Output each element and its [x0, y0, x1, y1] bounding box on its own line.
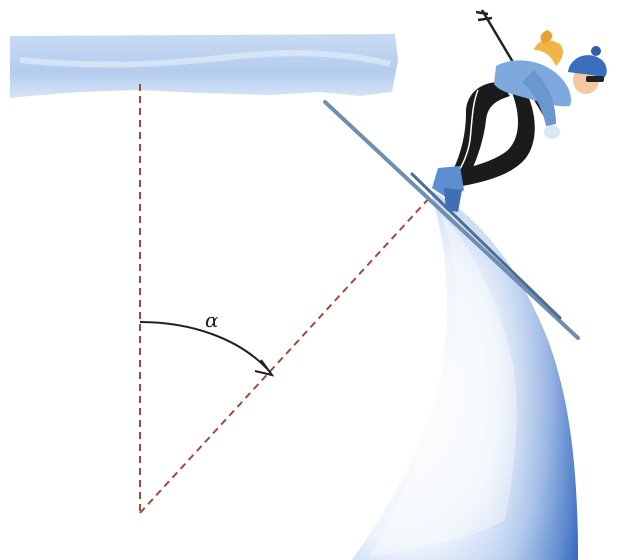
skier-leg-front [458, 88, 535, 186]
snow-hill-shade [352, 190, 578, 560]
skier-boot-2 [444, 188, 462, 212]
skier-leg-back [454, 82, 510, 178]
snow-hill-inner-light [370, 215, 517, 556]
snow-band-speckle [19, 50, 391, 68]
skier-hat-pompom [591, 46, 601, 56]
skier-arm [522, 70, 556, 126]
skier-hat [568, 55, 607, 78]
ski-pole-3 [477, 16, 493, 22]
snow-band-top [10, 34, 398, 98]
angle-label: α [205, 308, 219, 332]
skier-hair-2 [540, 30, 553, 44]
skier-figure-icon [323, 9, 607, 340]
skier-glove [544, 125, 560, 139]
angle-arc-arrowhead [254, 359, 275, 377]
ski-left [323, 100, 580, 340]
skier-goggles [586, 76, 604, 82]
angle-arc [139, 321, 271, 373]
skier-hair [534, 40, 563, 66]
skier-leg-stripe [457, 89, 479, 173]
ski-pole-2 [475, 10, 489, 16]
ski-right [410, 172, 562, 320]
